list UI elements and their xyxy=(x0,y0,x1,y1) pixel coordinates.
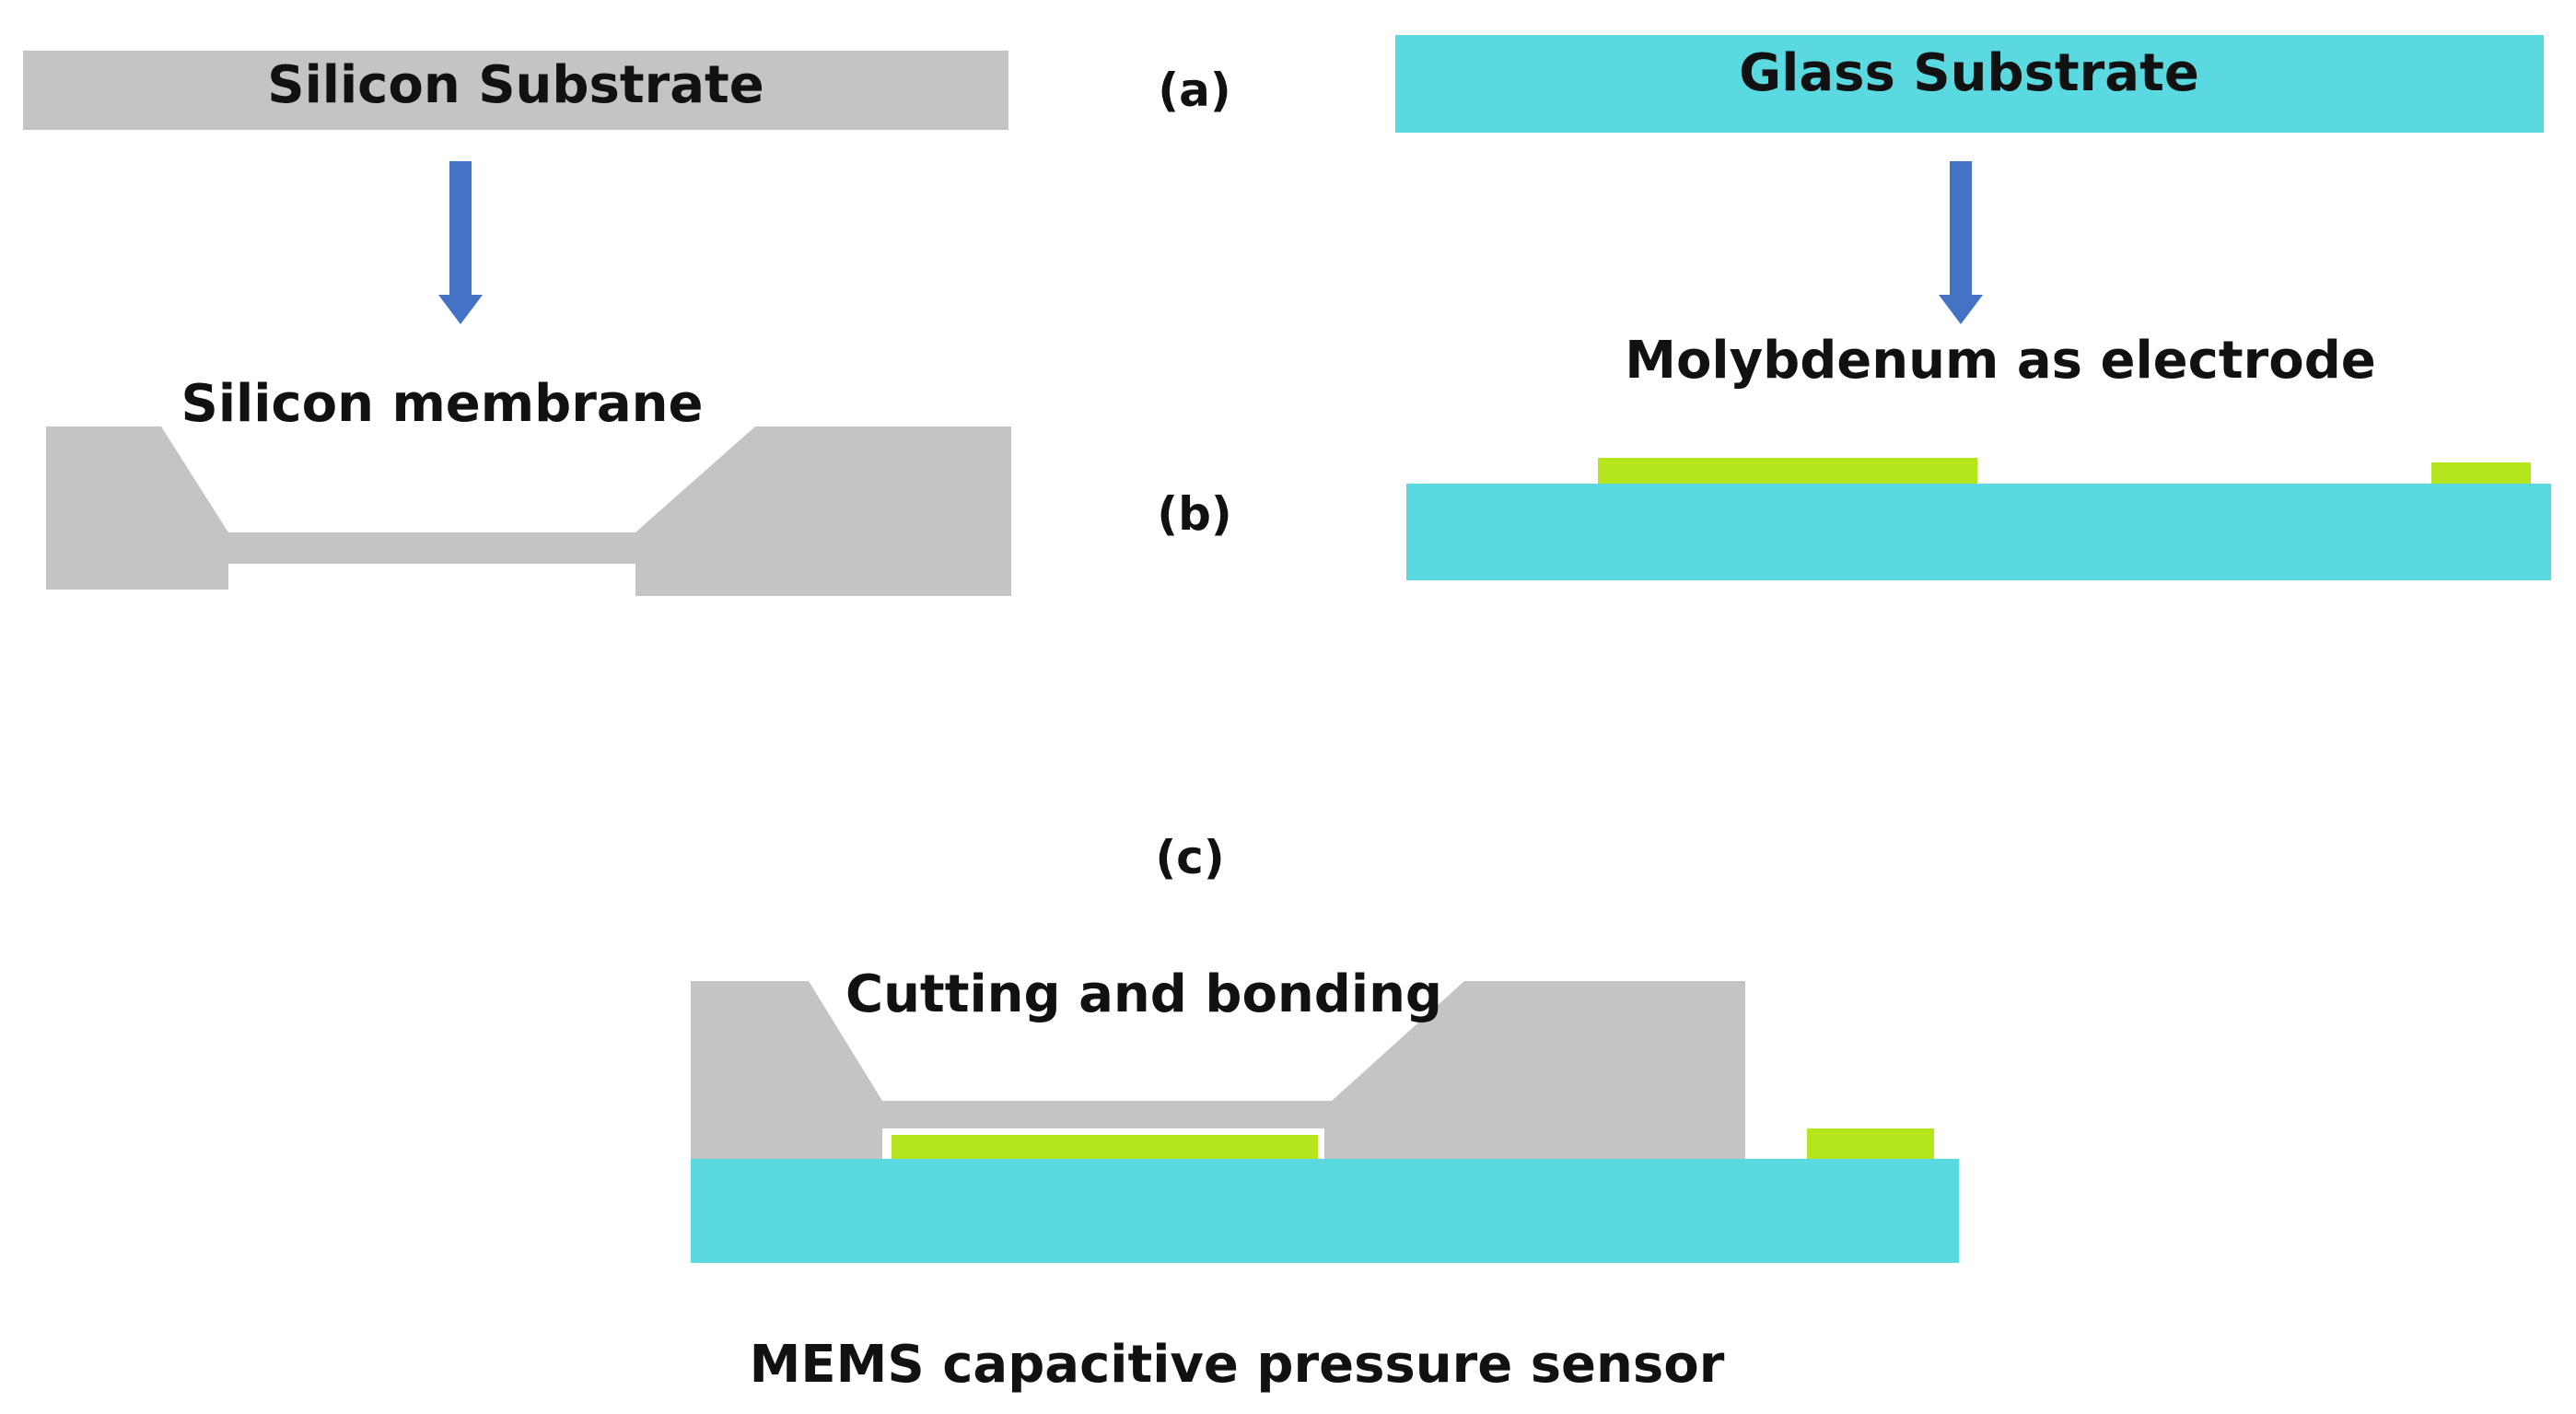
step-label-a: (a) xyxy=(1158,64,1230,117)
silicon-substrate xyxy=(23,51,1008,130)
molybdenum-electrode xyxy=(1598,458,1977,484)
molybdenum-electrode-label: Molybdenum as electrode xyxy=(1625,331,2376,391)
step-label-b: (b) xyxy=(1157,487,1232,541)
bonded-silicon-membrane xyxy=(691,981,1745,1159)
device-caption: MEMS capacitive pressure sensor xyxy=(750,1335,1725,1395)
down-arrow-icon xyxy=(1939,161,1983,324)
bonded-glass-substrate xyxy=(691,1159,1959,1263)
cavity-electrode xyxy=(892,1135,1318,1159)
bonded-contact-pad xyxy=(1807,1128,1934,1159)
silicon-membrane-label: Silicon membrane xyxy=(181,374,704,434)
glass-substrate-with-electrode xyxy=(1406,484,2551,580)
cutting-and-bonding-label: Cutting and bonding xyxy=(845,964,1442,1024)
glass-substrate-label: Glass Substrate xyxy=(1739,43,2199,103)
glass-substrate xyxy=(1395,35,2544,133)
step-label-c: (c) xyxy=(1155,831,1224,884)
down-arrow-icon xyxy=(438,161,483,324)
silicon-membrane xyxy=(46,427,1011,596)
molybdenum-contact-pad xyxy=(2431,462,2531,484)
silicon-substrate-label: Silicon Substrate xyxy=(267,55,764,115)
